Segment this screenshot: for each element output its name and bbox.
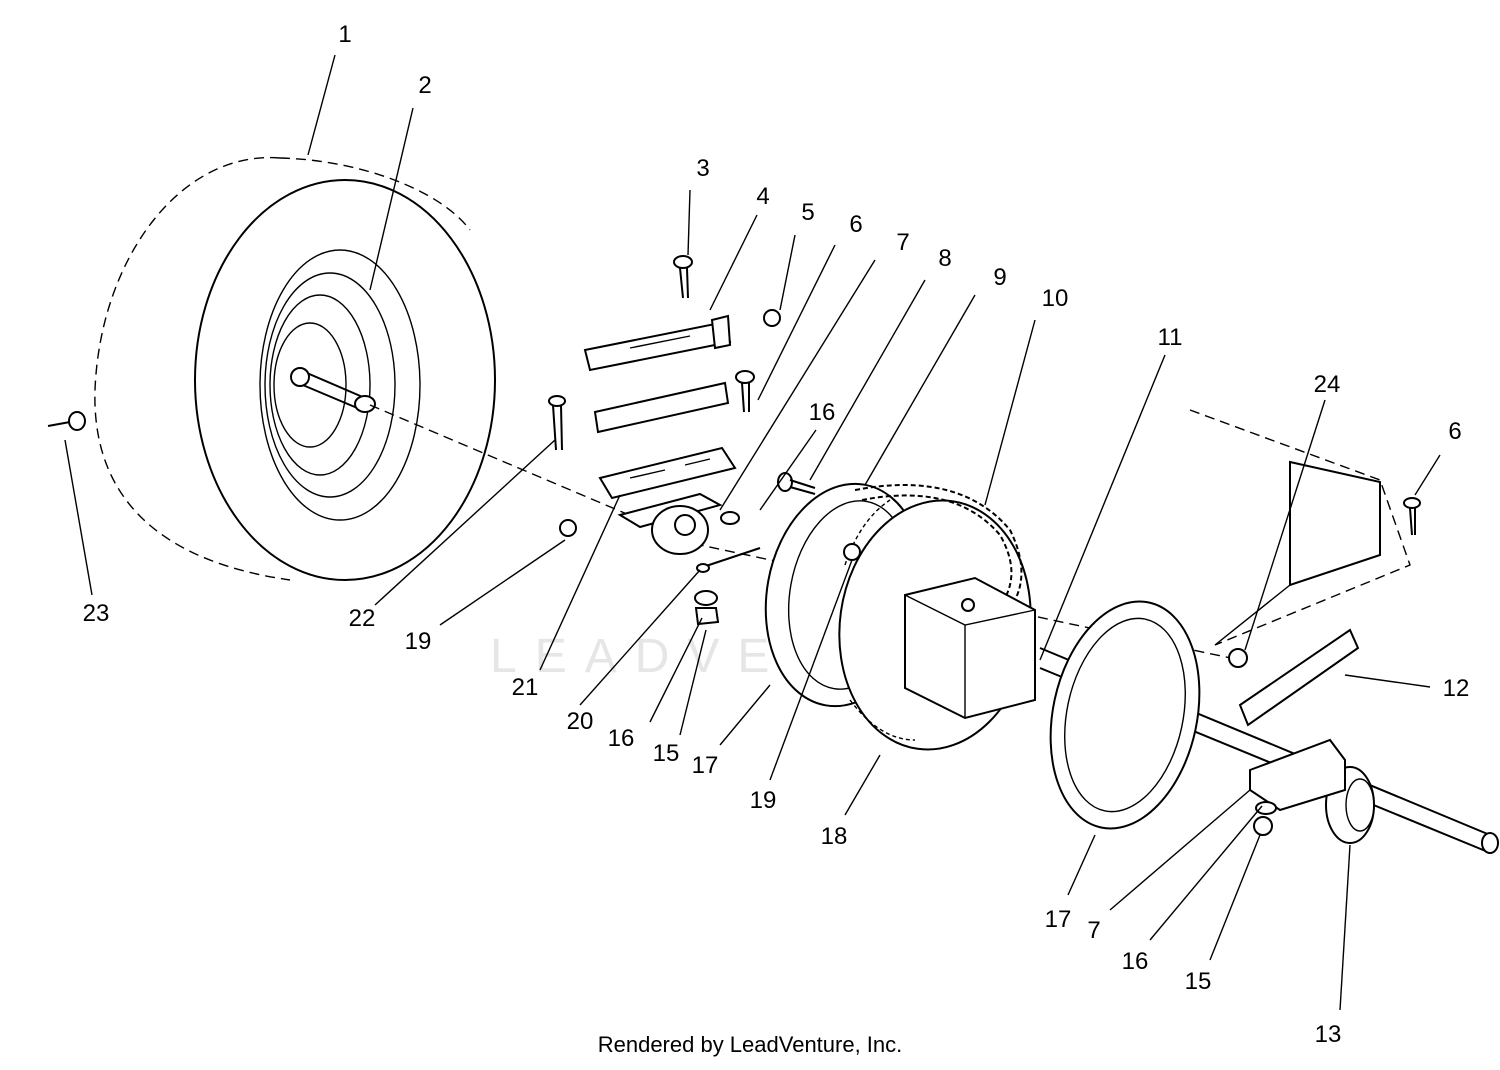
callout-12: 12	[1443, 675, 1470, 702]
washer-nut-15-16	[694, 590, 720, 626]
callout-labels: 1 2 3 4 5 6 7 8 9 10 11 16 24 6 23 22 19…	[83, 21, 1470, 1048]
pillow-block-bracket	[598, 446, 737, 555]
frame-bracket-12	[1238, 628, 1360, 727]
callout-23: 23	[83, 600, 110, 627]
callout-21: 21	[512, 674, 539, 701]
tire-top-edge	[279, 157, 471, 231]
callout-11: 11	[1158, 324, 1183, 351]
callout-17-right: 17	[1045, 906, 1072, 933]
hex-bolt-22	[548, 395, 566, 451]
callout-18: 18	[821, 823, 848, 850]
rim-ring	[264, 272, 396, 498]
axle-stub	[297, 369, 366, 411]
callout-2: 2	[418, 72, 431, 99]
callout-20: 20	[567, 708, 594, 735]
washer-16	[720, 511, 740, 525]
carriage-bolt-6	[735, 370, 755, 413]
axle-stub-start	[290, 367, 310, 387]
carriage-bolt-3	[673, 255, 693, 299]
callout-7: 7	[896, 229, 909, 256]
nut-19-left	[559, 519, 577, 537]
frame-box	[1189, 409, 1411, 646]
hub-block	[904, 576, 1036, 720]
axle-stub-end	[354, 395, 376, 413]
callout-15: 15	[653, 740, 680, 767]
rim-outer	[259, 249, 421, 521]
leader-lines	[64, 54, 1441, 1011]
bolt-8	[777, 472, 816, 495]
callout-8: 8	[938, 245, 951, 272]
upper-bracket	[583, 314, 732, 372]
footer-credit: Rendered by LeadVenture, Inc.	[597, 1032, 903, 1057]
callout-1: 1	[338, 21, 351, 48]
nut-5	[763, 309, 781, 327]
callout-24: 24	[1314, 371, 1341, 398]
callout-9: 9	[993, 264, 1006, 291]
callout-19-center: 19	[750, 787, 777, 814]
callout-17: 17	[692, 752, 719, 779]
callout-5: 5	[801, 199, 814, 226]
callout-19: 19	[405, 628, 432, 655]
callout-4: 4	[756, 183, 769, 210]
nut-24	[1228, 648, 1248, 668]
brake-disc-17	[1049, 600, 1201, 830]
callout-15-right: 15	[1185, 968, 1212, 995]
spacer-plate	[593, 381, 730, 434]
rim-ring-inner	[269, 294, 371, 476]
callout-16: 16	[809, 399, 836, 426]
callout-7-right: 7	[1087, 917, 1100, 944]
callout-13: 13	[1315, 1021, 1342, 1048]
nut-19-center	[843, 543, 861, 561]
valve-stem	[47, 411, 86, 431]
tire-outline-dashed	[94, 156, 291, 581]
wheel-assembly	[94, 156, 496, 581]
nut-15-right	[1253, 801, 1277, 836]
callout-6-right: 6	[1448, 418, 1461, 445]
callout-6: 6	[849, 211, 862, 238]
tire-sidewall	[194, 179, 496, 581]
hub	[273, 322, 347, 448]
callout-10: 10	[1042, 285, 1069, 312]
callout-16-right: 16	[1122, 948, 1149, 975]
callout-16-lower: 16	[608, 725, 635, 752]
callout-22: 22	[349, 605, 376, 632]
drive-chain-10	[854, 484, 1023, 601]
carriage-bolt-6-right	[1403, 497, 1421, 536]
callout-3: 3	[696, 155, 709, 182]
